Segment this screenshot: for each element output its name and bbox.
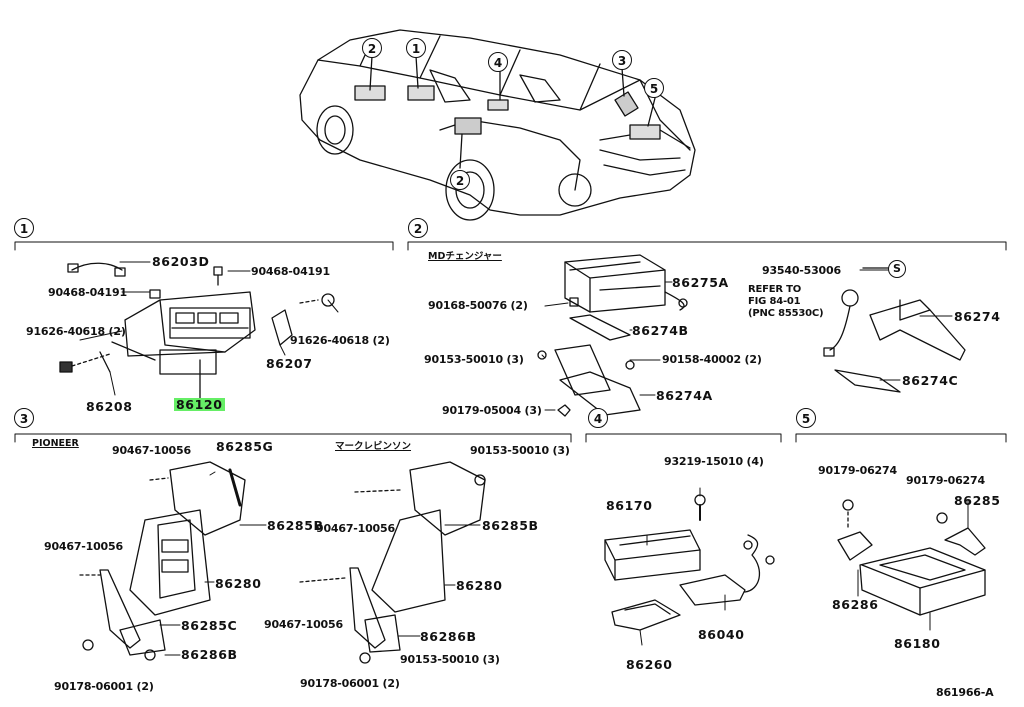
part-86286B-b[interactable]: 86286B [420, 629, 477, 644]
part-90153-50010-b[interactable]: 90153-50010 (3) [400, 653, 500, 666]
section3-subtitle-pioneer: PIONEER [32, 438, 79, 449]
part-90467-10056-b[interactable]: 90467-10056 [44, 540, 123, 553]
section3-art [79, 461, 486, 664]
part-90178-06001-b[interactable]: 90178-06001 (2) [300, 677, 400, 690]
part-86280-a[interactable]: 86280 [215, 576, 262, 591]
part-86274A[interactable]: 86274A [656, 388, 713, 403]
part-90168-50076[interactable]: 90168-50076 (2) [428, 299, 528, 312]
part-86208[interactable]: 86208 [86, 399, 133, 414]
section4-art [604, 494, 775, 631]
section-4-badge: 4 [588, 408, 608, 428]
diagram-id: 861966-A [936, 686, 994, 699]
part-86274B[interactable]: 86274B [632, 323, 689, 338]
part-90158-40002[interactable]: 90158-40002 (2) [662, 353, 762, 366]
part-86285[interactable]: 86285 [954, 493, 1001, 508]
part-86274[interactable]: 86274 [954, 309, 1001, 324]
section-3-badge: 3 [14, 408, 34, 428]
section-frames [14, 241, 1007, 443]
section-5-badge: 5 [796, 408, 816, 428]
part-91626-40618-a[interactable]: 91626-40618 (2) [26, 325, 126, 338]
symbol-s: S [888, 260, 906, 278]
part-90153-50010-a[interactable]: 90153-50010 (3) [470, 444, 570, 457]
part-86203D[interactable]: 86203D [152, 254, 210, 269]
part-86280-b[interactable]: 86280 [456, 578, 503, 593]
section-1-badge: 1 [14, 218, 34, 238]
part-90178-06001-a[interactable]: 90178-06001 (2) [54, 680, 154, 693]
part-86285B-a[interactable]: 86285B [267, 518, 324, 533]
car-callout-4: 4 [488, 52, 508, 72]
section2-art [537, 254, 966, 417]
section1-art [59, 262, 335, 399]
car-callout-2: 2 [362, 38, 382, 58]
refer-note: REFER TO FIG 84-01 (PNC 85530C) [748, 284, 824, 319]
part-90153-50010[interactable]: 90153-50010 (3) [424, 353, 524, 366]
part-86286B-a[interactable]: 86286B [181, 647, 238, 662]
car-callout-2b: 2 [450, 170, 470, 190]
car-callout-5: 5 [644, 78, 664, 98]
part-90179-06274-b[interactable]: 90179-06274 [906, 474, 985, 487]
section-2-badge: 2 [408, 218, 428, 238]
section3-subtitle-marklevinson: マークレビンソン [335, 441, 412, 452]
part-91626-40618-b[interactable]: 91626-40618 (2) [290, 334, 390, 347]
part-93219-15010[interactable]: 93219-15010 (4) [664, 455, 764, 468]
part-86274C[interactable]: 86274C [902, 373, 959, 388]
part-90179-05004[interactable]: 90179-05004 (3) [442, 404, 542, 417]
part-86285G[interactable]: 86285G [216, 439, 274, 454]
part-86170[interactable]: 86170 [606, 498, 653, 513]
part-90467-10056-c[interactable]: 90467-10056 [316, 522, 395, 535]
part-86286[interactable]: 86286 [832, 597, 879, 612]
part-86207[interactable]: 86207 [266, 356, 313, 371]
car-callout-1: 1 [406, 38, 426, 58]
part-86180[interactable]: 86180 [894, 636, 941, 651]
part-86040[interactable]: 86040 [698, 627, 745, 642]
part-90468-04191-a[interactable]: 90468-04191 [251, 265, 330, 278]
part-90468-04191-b[interactable]: 90468-04191 [48, 286, 127, 299]
leader-lines [79, 261, 969, 656]
part-86260[interactable]: 86260 [626, 657, 673, 672]
section5-art [837, 499, 986, 616]
car-illustration [299, 29, 696, 221]
section2-subtitle: MDチェンジャー [428, 251, 502, 262]
part-86285C[interactable]: 86285C [181, 618, 238, 633]
part-86275A[interactable]: 86275A [672, 275, 729, 290]
part-86285B-b[interactable]: 86285B [482, 518, 539, 533]
part-90467-10056-a[interactable]: 90467-10056 [112, 444, 191, 457]
part-90179-06274-a[interactable]: 90179-06274 [818, 464, 897, 477]
car-callout-3: 3 [612, 50, 632, 70]
part-93540-53006[interactable]: 93540-53006 [762, 264, 841, 277]
part-90467-10056-d[interactable]: 90467-10056 [264, 618, 343, 631]
part-86120-highlighted[interactable]: 86120 [174, 397, 225, 412]
